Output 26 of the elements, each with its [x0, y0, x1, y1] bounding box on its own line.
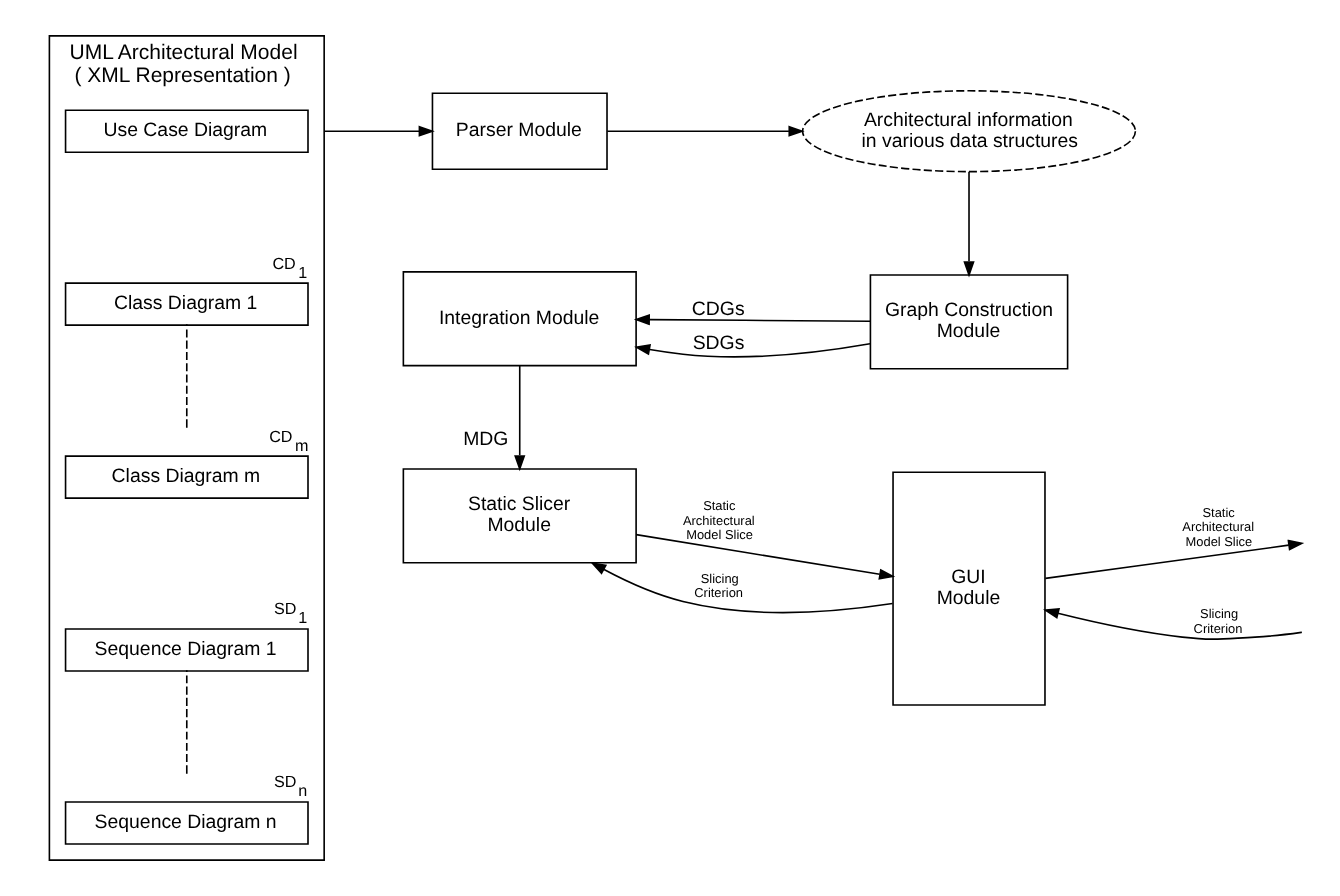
node-box: Sequence Diagram 1 [64, 628, 309, 672]
edge-label: CDGs [691, 298, 745, 321]
node-box: Use Case Diagram [64, 109, 309, 154]
arrow [963, 170, 975, 278]
node-ellipse: Architectural information in various data structures [801, 90, 1137, 173]
node-box: Static Slicer Module [402, 468, 637, 564]
connector [185, 669, 188, 775]
edge-label: MDG [463, 429, 509, 452]
arrow [1043, 607, 1303, 640]
arrow [323, 125, 435, 137]
node-box: GUI Module [892, 471, 1046, 706]
node-box: Graph Construction Module [869, 274, 1069, 370]
arrow [635, 533, 896, 580]
node-box: Integration Module [402, 271, 637, 367]
arrow [633, 313, 872, 326]
edge-label: SDGs [692, 332, 745, 355]
node-box: Class Diagram m [64, 455, 309, 499]
arrow [634, 342, 871, 358]
arrow [514, 364, 526, 472]
arrow [1044, 539, 1305, 580]
node-box: Parser Module [431, 92, 608, 170]
connector [185, 323, 188, 429]
arrow [606, 125, 805, 137]
arrow [590, 561, 894, 614]
node-box: Class Diagram 1 [64, 282, 309, 326]
node-box: Sequence Diagram n [64, 801, 309, 845]
